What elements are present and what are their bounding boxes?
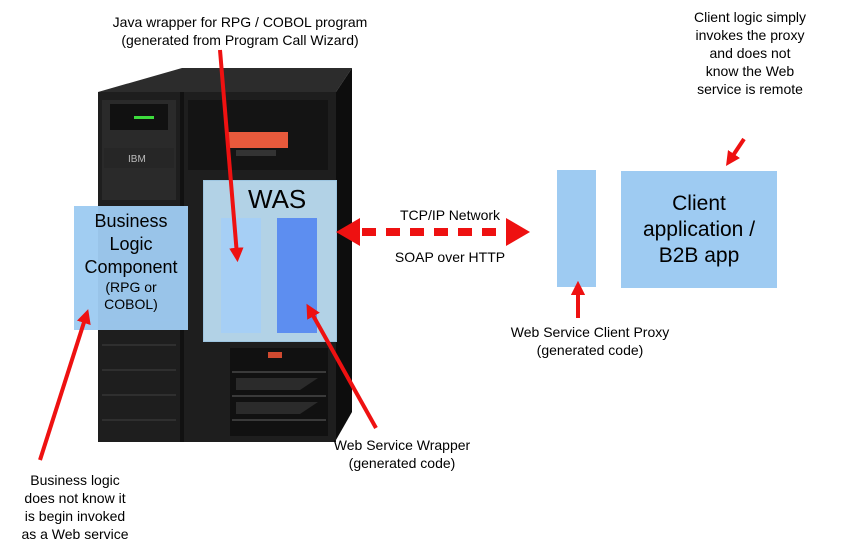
client-application-box: Client application / B2B app <box>621 171 777 288</box>
java-wrapper-box <box>221 218 261 333</box>
client-logic-arrow <box>726 137 746 166</box>
java-wrapper-arrow <box>218 49 244 263</box>
server-side <box>336 68 352 440</box>
client-application-title: Client application / B2B app <box>642 191 756 267</box>
ws-wrapper-label: Web Service Wrapper (generated code) <box>333 437 471 471</box>
business-logic-title: Business Logic Component <box>84 211 178 277</box>
business-logic-note: Business logic does not know it is begin… <box>21 472 129 542</box>
server-top <box>98 68 352 92</box>
ws-wrapper-arrow <box>306 303 378 429</box>
network-bidirectional-arrow <box>336 218 530 246</box>
server-brand-text: IBM <box>128 154 146 165</box>
client-proxy-box <box>557 170 596 287</box>
was-title: WAS <box>248 184 307 214</box>
client-logic-label: Client logic simply invokes the proxy an… <box>693 9 807 97</box>
tcp-ip-label: TCP/IP Network <box>399 207 501 223</box>
business-logic-component-box: Business Logic Component (RPG or COBOL) <box>74 206 188 330</box>
java-wrapper-label: Java wrapper for RPG / COBOL program (ge… <box>112 14 368 48</box>
business-logic-subtitle: (RPG or COBOL) <box>104 279 158 312</box>
ws-client-proxy-label: Web Service Client Proxy (generated code… <box>510 324 670 358</box>
business-logic-arrow <box>38 309 91 461</box>
soap-label: SOAP over HTTP <box>394 249 506 265</box>
